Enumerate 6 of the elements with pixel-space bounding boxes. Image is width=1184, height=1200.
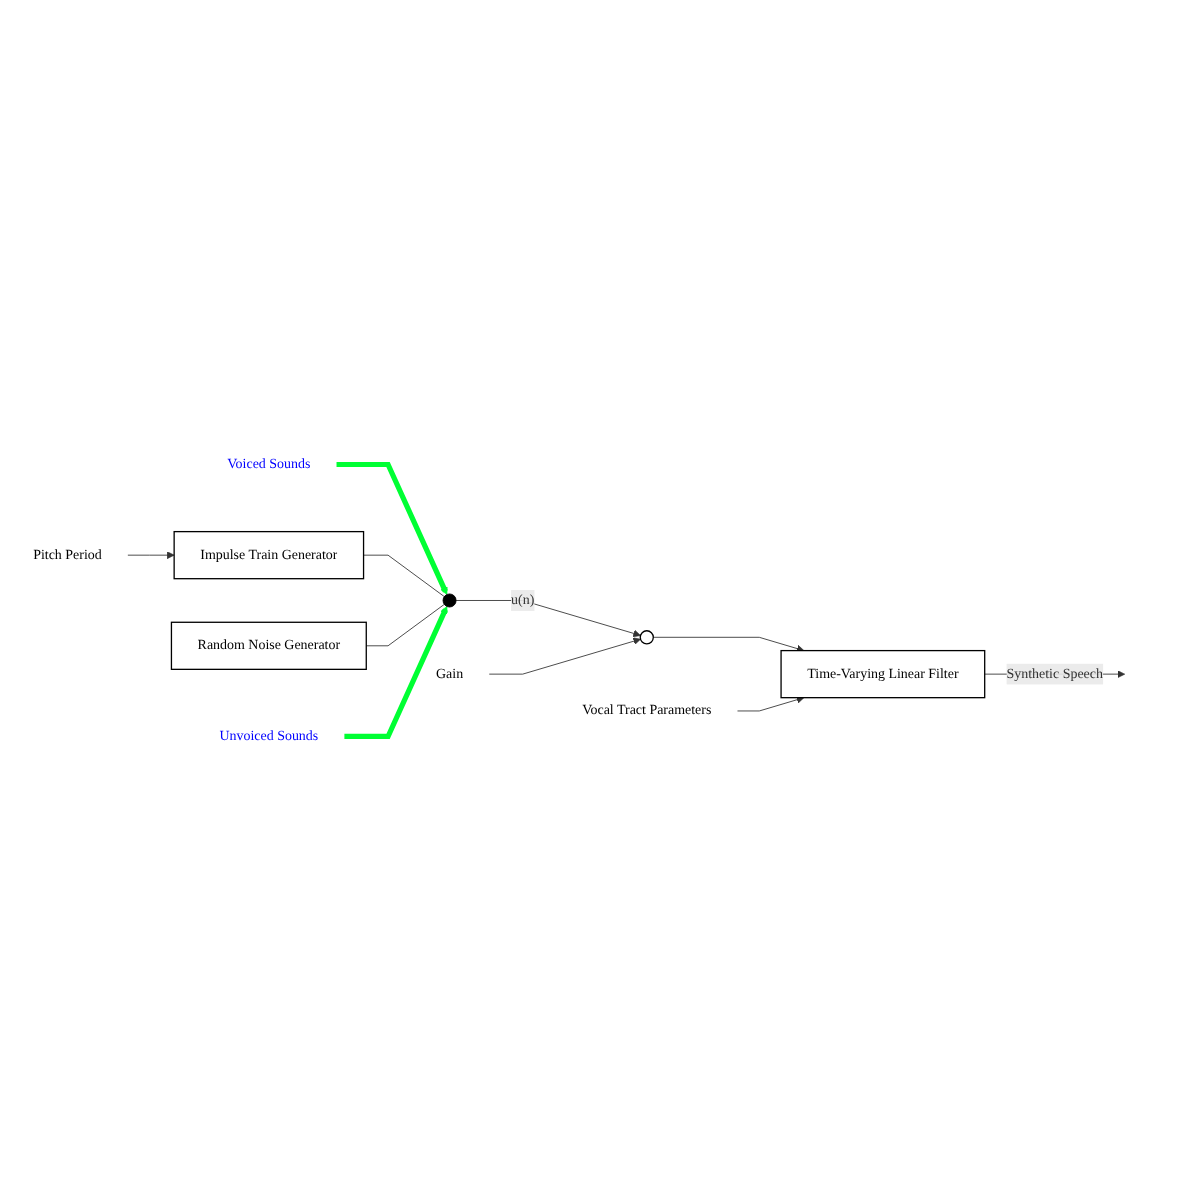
- node-circle: [639, 629, 654, 644]
- arrow: [344, 605, 448, 739]
- node-circle: [442, 593, 457, 607]
- connector: [363, 554, 445, 597]
- connector: [365, 603, 445, 646]
- arrow: [336, 461, 448, 595]
